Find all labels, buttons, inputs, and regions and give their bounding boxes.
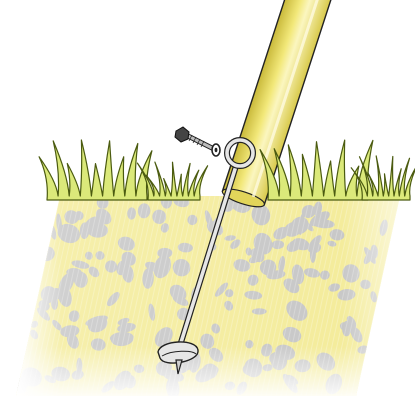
grass-tuft: [39, 140, 152, 200]
bolt-and-washer: [175, 127, 220, 156]
soil-block: [12, 192, 415, 396]
